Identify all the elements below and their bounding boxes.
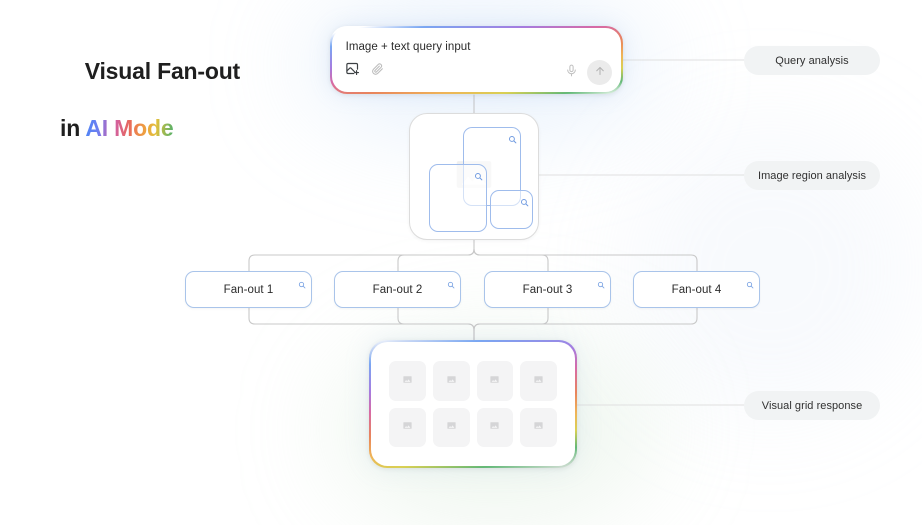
grid-tile[interactable] — [432, 407, 470, 448]
page-title-prefix: in — [60, 115, 86, 142]
annotation-pill-label: Query analysis — [775, 54, 849, 67]
page-title-line-2: in AI Mode — [60, 114, 240, 143]
grid-tile[interactable] — [476, 407, 514, 448]
query-input-card[interactable]: Image + text query input — [330, 26, 623, 94]
fanout-box-1[interactable]: Fan-out 1 — [185, 271, 312, 308]
grid-tile[interactable] — [520, 360, 558, 401]
image-placeholder-icon — [489, 372, 500, 390]
annotation-pill-label: Image region analysis — [757, 169, 867, 182]
annotation-pill-label: Visual grid response — [761, 399, 863, 412]
connector-bus-to-fanout-1 — [248, 248, 475, 272]
fanout-label: Fan-out 4 — [671, 283, 722, 296]
magnifier-icon — [508, 131, 517, 149]
visual-grid-response-card[interactable] — [369, 340, 577, 468]
connector-fanout-1-to-grid — [248, 307, 475, 341]
fanout-box-4[interactable]: Fan-out 4 — [633, 271, 760, 308]
magnifier-icon — [447, 276, 455, 294]
image-placeholder-icon — [402, 372, 413, 390]
fanout-label: Fan-out 1 — [223, 283, 274, 296]
magnifier-icon — [520, 194, 529, 212]
grid-tile[interactable] — [388, 407, 426, 448]
magnifier-icon — [474, 168, 483, 186]
fanout-label: Fan-out 2 — [372, 283, 423, 296]
microphone-icon[interactable] — [565, 64, 578, 82]
query-toolbar-left — [345, 61, 384, 81]
page-title: Visual Fan-out in AI Mode — [60, 28, 240, 201]
connector-fanout-3-to-grid — [473, 307, 549, 341]
magnifier-icon — [298, 276, 306, 294]
annotation-pill-visual-grid-response[interactable]: Visual grid response — [744, 391, 880, 420]
connector-fanout-4-to-grid — [473, 307, 698, 341]
grid-tile[interactable] — [388, 360, 426, 401]
connector-bus-to-fanout-4 — [473, 248, 698, 272]
fanout-label: Fan-out 3 — [522, 283, 573, 296]
visual-grid — [370, 341, 576, 467]
magnifier-icon — [746, 276, 754, 294]
grid-tile[interactable] — [476, 360, 514, 401]
image-placeholder-icon — [533, 372, 544, 390]
query-input-inner: Image + text query input — [331, 27, 622, 93]
annotation-pill-image-region-analysis[interactable]: Image region analysis — [744, 161, 880, 190]
image-region-analysis-box[interactable] — [409, 113, 539, 240]
image-placeholder-icon — [446, 372, 457, 390]
connector-bus-to-fanout-3 — [473, 248, 549, 272]
add-image-icon[interactable] — [345, 61, 360, 81]
send-button[interactable] — [587, 60, 613, 86]
query-toolbar-right — [565, 60, 613, 86]
ai-mode-accent: AI Mode — [85, 115, 174, 142]
image-placeholder-icon — [446, 418, 457, 436]
fanout-box-3[interactable]: Fan-out 3 — [484, 271, 611, 308]
magnifier-icon — [597, 276, 605, 294]
paperclip-icon[interactable] — [371, 62, 384, 80]
region-highlight-3[interactable] — [490, 190, 533, 229]
grid-tile[interactable] — [520, 407, 558, 448]
page-title-line-1: Visual Fan-out — [84, 57, 241, 84]
annotation-pill-query-analysis[interactable]: Query analysis — [744, 46, 880, 75]
image-placeholder-icon — [489, 418, 500, 436]
image-placeholder-icon — [402, 418, 413, 436]
fanout-box-2[interactable]: Fan-out 2 — [334, 271, 461, 308]
connector-fanout-2-to-grid — [397, 307, 475, 341]
query-input-text[interactable]: Image + text query input — [345, 40, 471, 53]
connector-bus-to-fanout-2 — [397, 248, 475, 272]
image-placeholder-icon — [533, 418, 544, 436]
send-arrow-icon — [594, 64, 606, 82]
region-highlight-2[interactable] — [429, 164, 487, 232]
grid-tile[interactable] — [432, 360, 470, 401]
